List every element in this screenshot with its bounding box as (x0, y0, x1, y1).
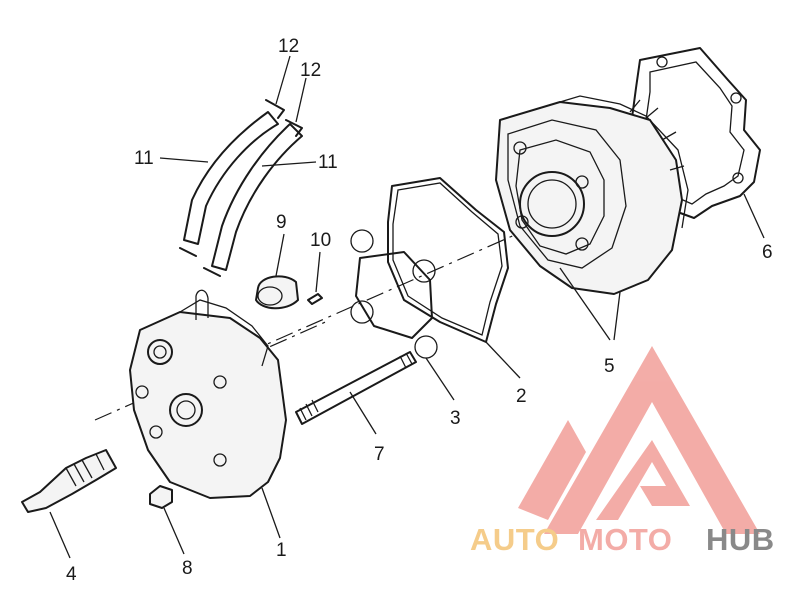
logo-left-stroke (518, 420, 586, 520)
callout-12-top: 12 (278, 36, 299, 57)
callout-8: 8 (182, 558, 193, 579)
callout-4: 4 (66, 564, 77, 585)
part-3-gasket (350, 229, 438, 359)
part-8-nut (149, 485, 173, 509)
part-9-thermostat (255, 275, 299, 310)
callout-5: 5 (604, 356, 615, 377)
callout-7: 7 (374, 444, 385, 465)
logo-text-hub: HUB (706, 522, 775, 557)
watermark-logo: AUTO MOTO HUB (470, 346, 775, 557)
callout-3: 3 (450, 408, 461, 429)
part-7-stud (295, 351, 417, 425)
part-10-screw (307, 293, 323, 305)
callout-1: 1 (276, 540, 287, 561)
callout-10: 10 (310, 230, 331, 251)
logo-text-moto: MOTO (578, 522, 672, 557)
callout-11-left: 11 (134, 148, 154, 169)
callout-11-right: 11 (318, 152, 338, 173)
logo-text-auto: AUTO (470, 522, 559, 557)
logo-triangle-outer (544, 346, 760, 534)
logo-triangle-inner (596, 440, 690, 520)
leader-lines (49, 55, 765, 559)
callout-12-second: 12 (300, 60, 321, 81)
part-5-cylinder (495, 95, 689, 295)
callout-labels: 1 2 3 4 5 6 7 8 9 10 11 11 12 12 (66, 36, 773, 585)
part-1-cylinder-head (129, 289, 287, 499)
part-12-clips (179, 99, 303, 277)
part-11-hoses (183, 111, 303, 271)
callout-2: 2 (516, 386, 527, 407)
callout-9: 9 (276, 212, 287, 233)
part-4-spark-plug (21, 449, 117, 513)
callout-6: 6 (762, 242, 773, 263)
part-2-head-seal (387, 177, 509, 343)
